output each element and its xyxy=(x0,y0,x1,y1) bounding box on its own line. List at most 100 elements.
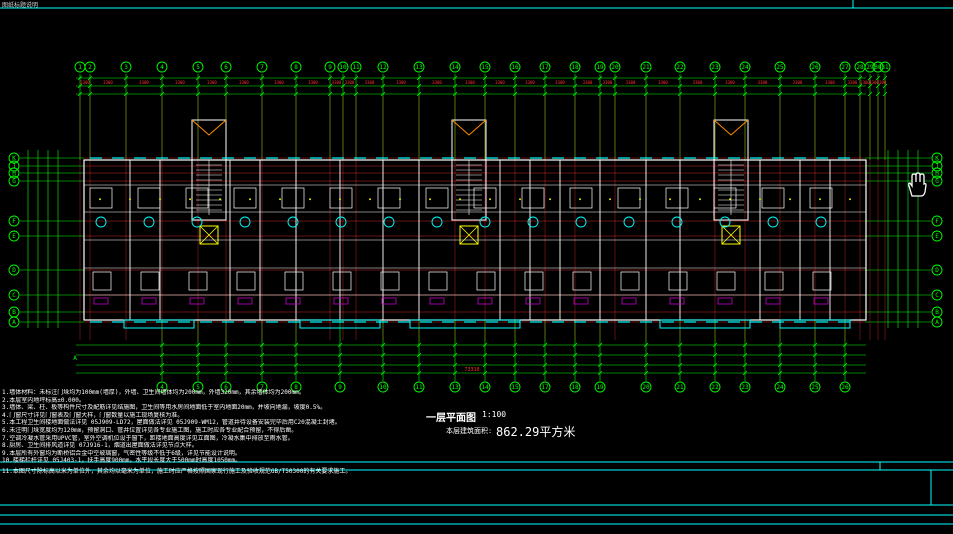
dim-tick xyxy=(380,370,386,376)
dim-tick xyxy=(337,352,343,358)
dim-tick xyxy=(842,91,848,97)
balcony xyxy=(779,319,851,329)
axis-label-left: K xyxy=(12,155,16,162)
dim-tick xyxy=(123,75,129,81)
dim-text: 3300 xyxy=(793,80,803,85)
dim-tick xyxy=(195,83,201,89)
dim-tick xyxy=(159,83,165,89)
axis-bubble-bottom xyxy=(569,381,581,393)
door-swing xyxy=(95,216,107,228)
axis-bubble-top xyxy=(120,61,132,73)
axis-bubble-left xyxy=(8,264,20,276)
room-fixture xyxy=(329,187,353,209)
axis-bubble-left xyxy=(8,289,20,301)
axis-label-top: 13 xyxy=(415,64,423,71)
elevator-cross xyxy=(459,225,479,245)
room-label-dot: ● xyxy=(219,197,221,201)
room-fixture xyxy=(377,187,401,209)
axis-label-bottom: 8 xyxy=(294,384,298,391)
axis-bubble-top xyxy=(739,61,751,73)
axis-bubble-bottom xyxy=(256,381,268,393)
dim-tick xyxy=(259,83,265,89)
axis-label-top: 4 xyxy=(160,64,164,71)
dim-tick xyxy=(353,91,359,97)
drawing-scale: 1:100 xyxy=(482,410,507,419)
axis-bubble-bottom xyxy=(290,381,302,393)
door-swing xyxy=(623,216,635,228)
axis-label-top: 30 xyxy=(874,64,882,71)
dim-tick xyxy=(416,342,422,348)
room-fixture xyxy=(185,187,209,209)
area-label: 本层建筑面积: xyxy=(446,427,493,435)
room-label-dot: ● xyxy=(639,197,641,201)
dim-tick xyxy=(812,83,818,89)
room-label-dot: ● xyxy=(579,197,581,201)
dim-tick xyxy=(416,352,422,358)
room-label-dot: ● xyxy=(129,197,131,201)
dim-tick xyxy=(677,370,683,376)
dim-tick xyxy=(812,352,818,358)
room-fixture xyxy=(137,187,161,209)
dim-tick xyxy=(482,362,488,368)
room-fixture xyxy=(668,271,688,291)
dim-tick xyxy=(77,75,83,81)
dim-tick xyxy=(867,75,873,81)
axis-bubble-top xyxy=(674,61,686,73)
axis-bubble-bottom xyxy=(220,381,232,393)
dim-tick xyxy=(677,83,683,89)
axis-bubble-top xyxy=(539,61,551,73)
axis-bubble-top xyxy=(290,61,302,73)
dim-tick xyxy=(353,75,359,81)
room-label-dot: ● xyxy=(339,197,341,201)
axis-bubble-top xyxy=(879,61,891,73)
dim-text: 3300 xyxy=(396,80,406,85)
dim-tick xyxy=(482,91,488,97)
room-fixture xyxy=(236,271,256,291)
dim-tick xyxy=(337,342,343,348)
dim-tick xyxy=(842,352,848,358)
dim-tick xyxy=(597,91,603,97)
design-note-wide: 11.本图尺寸除标高以米为单位外，其余均以毫米为单位，施工时应严格按照国家现行施… xyxy=(2,468,352,475)
dim-tick xyxy=(512,91,518,97)
dim-tick xyxy=(223,362,229,368)
axis-bubble-right xyxy=(931,230,943,242)
axis-bubble-bottom xyxy=(739,381,751,393)
dim-tick xyxy=(572,370,578,376)
axis-label-top: 17 xyxy=(541,64,549,71)
room-fixture xyxy=(617,187,641,209)
room-tag xyxy=(621,297,637,305)
dim-tick xyxy=(712,83,718,89)
dim-tick xyxy=(223,342,229,348)
axis-bubble-top xyxy=(350,61,362,73)
dim-tick xyxy=(777,370,783,376)
axis-label-left: H xyxy=(12,170,16,177)
axis-label-right: B xyxy=(935,309,939,316)
room-label-dot: ● xyxy=(819,197,821,201)
axis-label-top: 23 xyxy=(711,64,719,71)
axis-label-bottom: 22 xyxy=(711,384,719,391)
dim-text: 3300 xyxy=(80,80,90,85)
dim-tick xyxy=(812,370,818,376)
axis-bubble-left xyxy=(8,152,20,164)
dim-tick xyxy=(777,362,783,368)
dim-tick xyxy=(857,91,863,97)
axis-label-top: 28 xyxy=(856,64,864,71)
room-fixture xyxy=(521,187,545,209)
dim-tick xyxy=(712,75,718,81)
dim-tick xyxy=(327,91,333,97)
axis-bubble-bottom xyxy=(774,381,786,393)
dim-text: 3300 xyxy=(525,80,535,85)
axis-bubble-bottom xyxy=(509,381,521,393)
dim-tick xyxy=(195,362,201,368)
design-note-line: 7.空调冷凝水管采用UPVC管，室外空调机位设于窗下，距楼地面高度详见立面图，冷… xyxy=(2,434,294,442)
dim-text: 3300 xyxy=(758,80,768,85)
axis-bubble-top xyxy=(479,61,491,73)
dim-text: 3300 xyxy=(207,80,217,85)
room-tag xyxy=(429,297,445,305)
dim-tick xyxy=(293,91,299,97)
axis-label-top: 19 xyxy=(596,64,604,71)
axis-label-right: G xyxy=(935,178,939,185)
dim-tick xyxy=(572,91,578,97)
axis-bubble-right xyxy=(931,167,943,179)
